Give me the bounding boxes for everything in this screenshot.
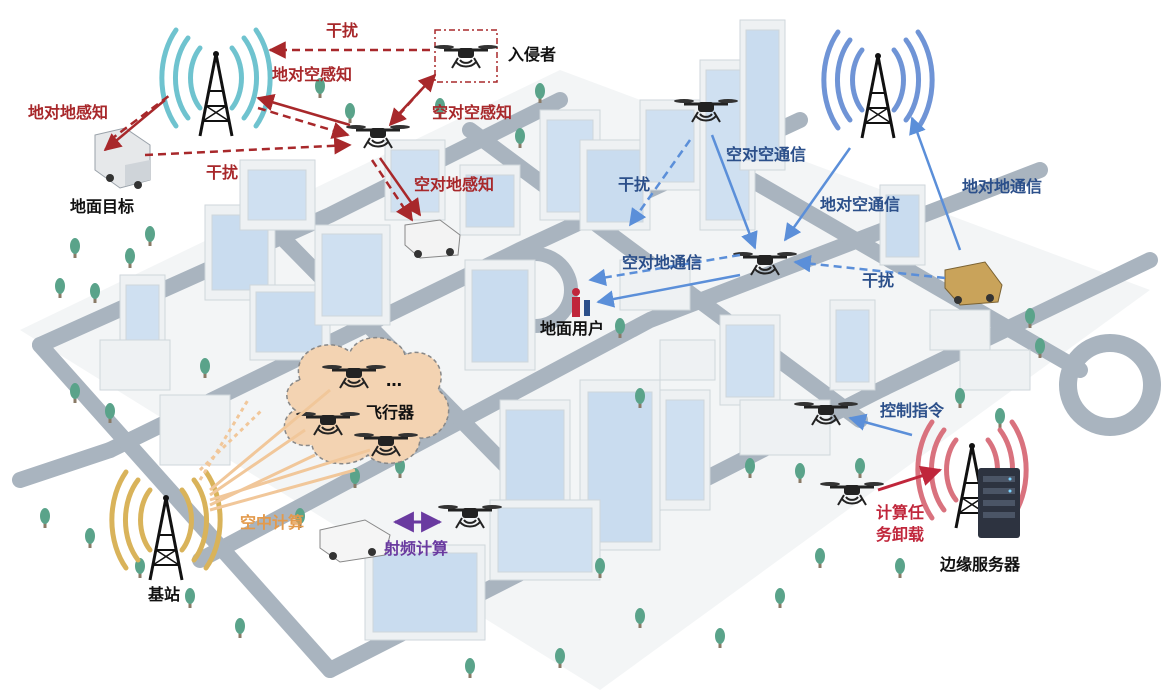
car-icon-bottom xyxy=(319,519,391,563)
aircraft-cloud xyxy=(283,337,450,465)
label-ellipsis: … xyxy=(386,371,402,390)
car-icon xyxy=(404,219,461,259)
air-computing-links xyxy=(198,388,371,512)
comm-links xyxy=(588,116,962,437)
tower-top-right xyxy=(821,29,935,140)
label-task-offload-1: 计算任 xyxy=(876,503,925,522)
car-icon-right xyxy=(944,261,1003,306)
label-interference-top: 干扰 xyxy=(326,21,359,40)
truck-icon xyxy=(94,127,151,189)
label-air-computing: 空中计算 xyxy=(240,513,305,532)
drone-icon xyxy=(294,29,886,530)
offload-arrow xyxy=(877,465,942,492)
label-ground-to-ground-comm: 地对地通信 xyxy=(962,177,1043,196)
label-interference-left: 干扰 xyxy=(206,163,239,182)
tower-top-left xyxy=(159,27,273,138)
city-background xyxy=(12,19,1161,690)
label-air-to-air-sensing: 空对空感知 xyxy=(432,103,513,122)
label-control-command: 控制指令 xyxy=(880,401,945,420)
label-interference-right: 干扰 xyxy=(862,271,895,290)
tower-edge-server xyxy=(915,419,1029,538)
tower-base-station xyxy=(109,469,223,582)
label-rf-computing: 射频计算 xyxy=(384,539,449,558)
label-air-to-ground-comm: 空对地通信 xyxy=(622,253,703,272)
tower-icon xyxy=(860,51,896,140)
tower-icon xyxy=(198,49,234,138)
label-air-to-air-comm: 空对空通信 xyxy=(726,145,807,164)
label-edge-server: 边缘服务器 xyxy=(940,555,1021,574)
server-icon xyxy=(978,468,1020,538)
label-task-offload-2: 务卸载 xyxy=(876,525,925,544)
label-aircraft: 飞行器 xyxy=(366,403,415,422)
label-ground-to-ground-sensing: 地对地感知 xyxy=(28,103,109,122)
label-ground-to-air-sensing: 地对空感知 xyxy=(272,65,353,84)
label-interference-mid: 干扰 xyxy=(618,175,651,194)
label-base-station: 基站 xyxy=(148,585,181,604)
sensing-links xyxy=(103,41,437,222)
label-air-to-ground-sensing: 空对地感知 xyxy=(414,175,495,194)
label-ground-target: 地面目标 xyxy=(70,197,135,216)
label-ground-to-air-comm: 地对空通信 xyxy=(820,195,901,214)
label-ground-user: 地面用户 xyxy=(540,319,605,338)
person-icon xyxy=(572,288,590,317)
label-intruder: 入侵者 xyxy=(508,45,557,64)
